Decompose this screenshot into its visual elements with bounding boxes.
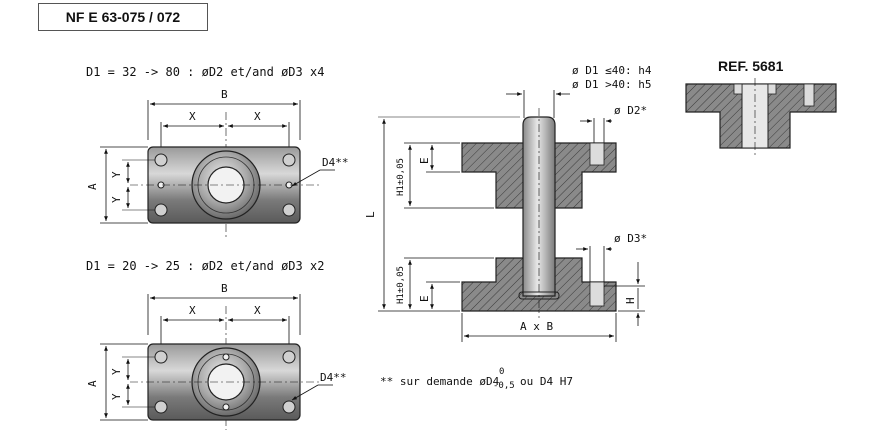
dim-axb: A x B <box>520 320 553 333</box>
d1-tolerance-2: ø D1 >40: h5 <box>572 78 651 91</box>
reference-label: REF. 5681 <box>718 58 784 74</box>
d2-label: ø D2* <box>614 104 647 117</box>
condition-text-top: D1 = 32 -> 80 : øD2 et/and øD3 x4 <box>86 65 324 79</box>
dim-l: L <box>364 211 377 218</box>
dim-x-right-bottom: X <box>254 304 261 317</box>
dim-x-left-top: X <box>189 110 196 123</box>
dim-x-left-bottom: X <box>189 304 196 317</box>
standard-title: NF E 63-075 / 072 <box>38 3 208 31</box>
dim-e-bottom: E <box>418 295 431 302</box>
footnote-tol-upper: 0 <box>499 367 504 377</box>
dim-y-top-2: Y <box>110 196 123 203</box>
dim-b-bottom: B <box>221 282 228 295</box>
footnote-suffix: ou D4 H7 <box>520 375 573 388</box>
dim-y-bottom-2: Y <box>110 393 123 400</box>
plan-view-bottom: D1 = 20 -> 25 : øD2 et/and øD3 x2 B X X … <box>86 259 347 430</box>
dim-y-top-1: Y <box>110 171 123 178</box>
footnote-tol-lower: -0,5 <box>493 381 515 391</box>
condition-text-bottom: D1 = 20 -> 25 : øD2 et/and øD3 x2 <box>86 259 324 273</box>
dim-h1-top: H1±0,05 <box>396 158 406 196</box>
dim-a-top: A <box>86 183 99 190</box>
plan-view-top: D1 = 32 -> 80 : øD2 et/and øD3 x4 B X X <box>86 65 349 240</box>
dim-d4-bottom: D4** <box>320 371 347 384</box>
ref-section-view <box>685 78 837 156</box>
dim-y-bottom-1: Y <box>110 368 123 375</box>
footnote: ** sur demande øD4 0 -0,5 ou D4 H7 <box>380 367 573 391</box>
d1-tolerance-1: ø D1 ≤40: h4 <box>572 64 652 77</box>
dim-h: H <box>624 297 637 304</box>
dim-e-top: E <box>418 157 431 164</box>
footnote-prefix: ** sur demande øD4 <box>380 375 500 388</box>
section-view: ø D1 ≤40: h4 ø D1 >40: h5 ø D2* L H1±0,0… <box>364 64 652 342</box>
dim-x-right-top: X <box>254 110 261 123</box>
dim-a-bottom: A <box>86 380 99 387</box>
d3-label: ø D3* <box>614 232 647 245</box>
dim-d4-top: D4** <box>322 156 349 169</box>
dim-h1-bottom: H1±0,05 <box>396 266 406 304</box>
dim-b-top: B <box>221 88 228 101</box>
